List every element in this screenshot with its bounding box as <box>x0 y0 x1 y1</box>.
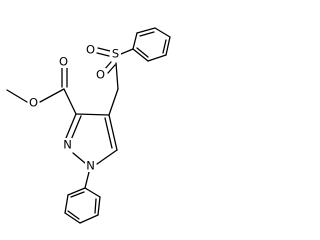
bond-c5-c4-b <box>104 117 113 149</box>
atom-label-pyrazole-n2: N <box>63 138 72 152</box>
bond-phenyl-bottom-4 <box>64 212 81 224</box>
atom-label-ester-o-carbonyl: O <box>59 55 68 69</box>
bond-phenyl-bottom-6 <box>67 187 86 196</box>
bond-phenyl-top-6 <box>132 48 149 62</box>
bond-n1-phenyl <box>84 171 90 189</box>
bond-s-o-bottom-b <box>107 64 116 74</box>
bond-phenyl-bottom-5 <box>64 194 69 214</box>
bond-phenyl-bottom-2 <box>97 196 101 216</box>
bond-c5-c4-a <box>108 114 118 151</box>
atom-label-pyrazole-n1: N <box>86 159 95 173</box>
bond-phenyl-top-inner-1 <box>139 31 155 37</box>
bond-carbonyl-c3 <box>63 88 77 115</box>
bond-s-o-left-b <box>97 47 111 52</box>
bond-ch2-s <box>115 62 119 90</box>
bond-phenyl-bottom-inner-2 <box>67 210 80 220</box>
bond-phenyl-bottom-1 <box>84 187 101 198</box>
bond-c4-c3 <box>75 113 110 116</box>
bond-o-carbonyl-c <box>39 88 65 103</box>
bond-phenyl-bottom-inner-3 <box>70 191 85 198</box>
bond-phenyl-top-3 <box>154 27 171 38</box>
bond-phenyl-top-4 <box>165 36 171 56</box>
chemical-structure-diagram: O O O S O N N <box>6 27 171 224</box>
bond-phenyl-top-inner-3 <box>136 47 149 58</box>
bonds <box>6 27 171 224</box>
bond-phenyl-top-5 <box>147 54 167 62</box>
bond-phenyl-top-2 <box>136 27 156 34</box>
bond-phenyl-bottom-inner-1 <box>94 198 97 214</box>
bond-n1-c5 <box>96 149 118 165</box>
atom-label-sulfur: S <box>112 47 119 61</box>
bond-phenyl-bottom-3 <box>79 214 99 224</box>
bond-s-o-left-a <box>96 52 110 57</box>
bond-phenyl-top-1 <box>132 32 138 50</box>
atom-labels: O O O S O N N <box>28 43 121 173</box>
bond-n2-n1 <box>72 152 86 164</box>
bond-c4-ch2 <box>108 88 119 116</box>
bond-c3-n2-b <box>70 115 82 141</box>
atom-label-ester-o-methyl: O <box>29 96 38 110</box>
atom-label-sulfonyl-o-bottom: O <box>96 68 105 82</box>
bond-methyl-o <box>6 89 28 103</box>
bond-s-phenyl <box>120 48 134 55</box>
bond-c3-n2-a <box>65 113 77 139</box>
bond-phenyl-top-inner-2 <box>162 39 167 54</box>
atom-label-sulfonyl-o-left: O <box>86 43 95 57</box>
